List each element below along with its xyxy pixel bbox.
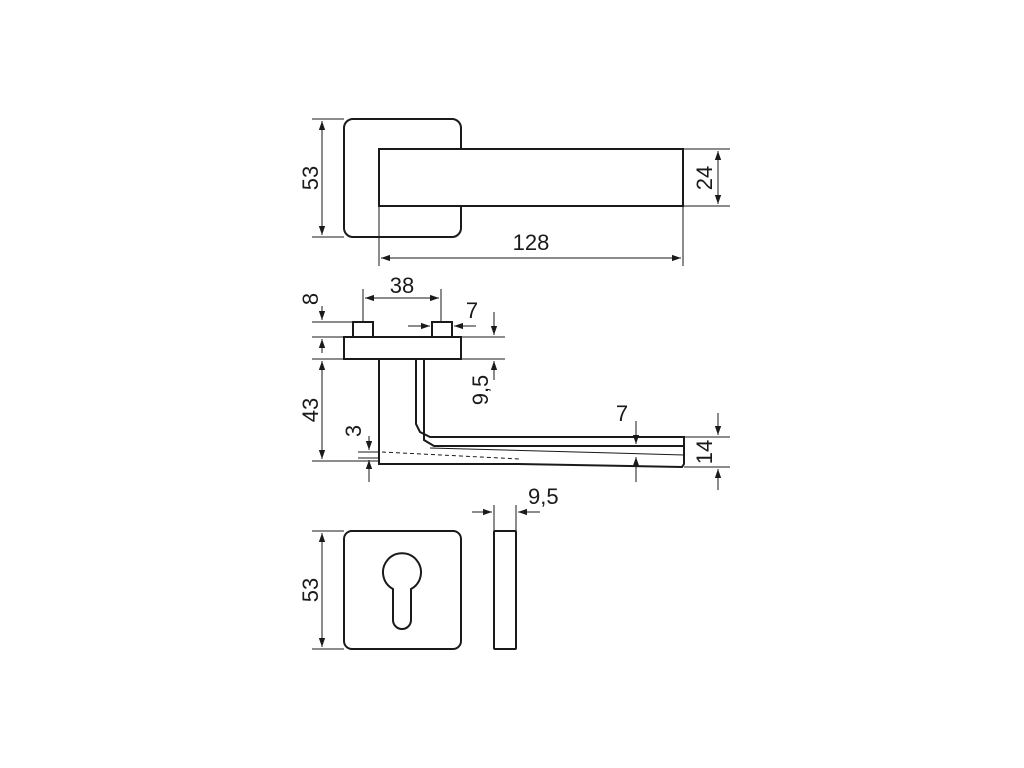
- dimension-label-top-rose-height: 53: [298, 166, 323, 190]
- lever-body: [378, 148, 684, 207]
- keyhole-icon: [382, 552, 422, 630]
- dimension-label-lever-height: 24: [692, 166, 717, 190]
- pin-left: [352, 321, 374, 338]
- dimension-pin-size: 7: [408, 298, 478, 330]
- dimension-gap: 3: [341, 425, 380, 482]
- escutcheon-view: 53 9,5: [298, 484, 559, 650]
- dimension-label-gap: 3: [341, 425, 366, 437]
- dimension-lever-height: 24: [683, 148, 730, 207]
- dimension-top-rose-height: 53: [298, 118, 344, 238]
- dimension-label-lever-tip-height: 14: [692, 440, 717, 464]
- escutcheon-side: [493, 530, 517, 650]
- dimension-neck-offset: 9,5: [461, 312, 505, 405]
- dimension-label-tip-offset: 7: [616, 401, 628, 426]
- dimension-projection: 43: [298, 358, 379, 462]
- lever-inner-line: [423, 359, 684, 447]
- dimension-label-projection: 43: [298, 398, 323, 422]
- dimension-label-pin-size: 7: [466, 298, 478, 323]
- dimension-label-spindle-spacing: 38: [390, 273, 414, 298]
- dimension-lever-tip-height: 14: [684, 413, 730, 490]
- dimension-rose-thickness: 8: [298, 293, 353, 353]
- escutcheon-plate: [343, 530, 462, 650]
- pin-right: [431, 321, 453, 338]
- dimension-tip-offset: 7: [616, 401, 640, 482]
- dimension-spindle-spacing: 38: [362, 273, 442, 322]
- dimension-escutcheon-thickness: 9,5: [472, 484, 559, 531]
- lever-taper-line: [429, 447, 685, 456]
- dimension-label-lever-length: 128: [513, 230, 550, 255]
- side-view: 38 8 7 9,5 43: [298, 273, 730, 490]
- lever-profile: [378, 359, 685, 469]
- lever-hidden-line: [381, 451, 521, 460]
- dimension-label-escutcheon-height: 53: [298, 578, 323, 602]
- dimension-escutcheon-height: 53: [298, 530, 344, 650]
- side-rose-plate: [343, 336, 462, 360]
- top-view: 53 24 128: [298, 118, 730, 266]
- dimension-label-neck-offset: 9,5: [468, 375, 493, 406]
- dimension-label-escutcheon-thickness: 9,5: [528, 484, 559, 509]
- dimension-lever-length: 128: [378, 206, 684, 266]
- dimension-label-rose-thickness: 8: [298, 293, 323, 305]
